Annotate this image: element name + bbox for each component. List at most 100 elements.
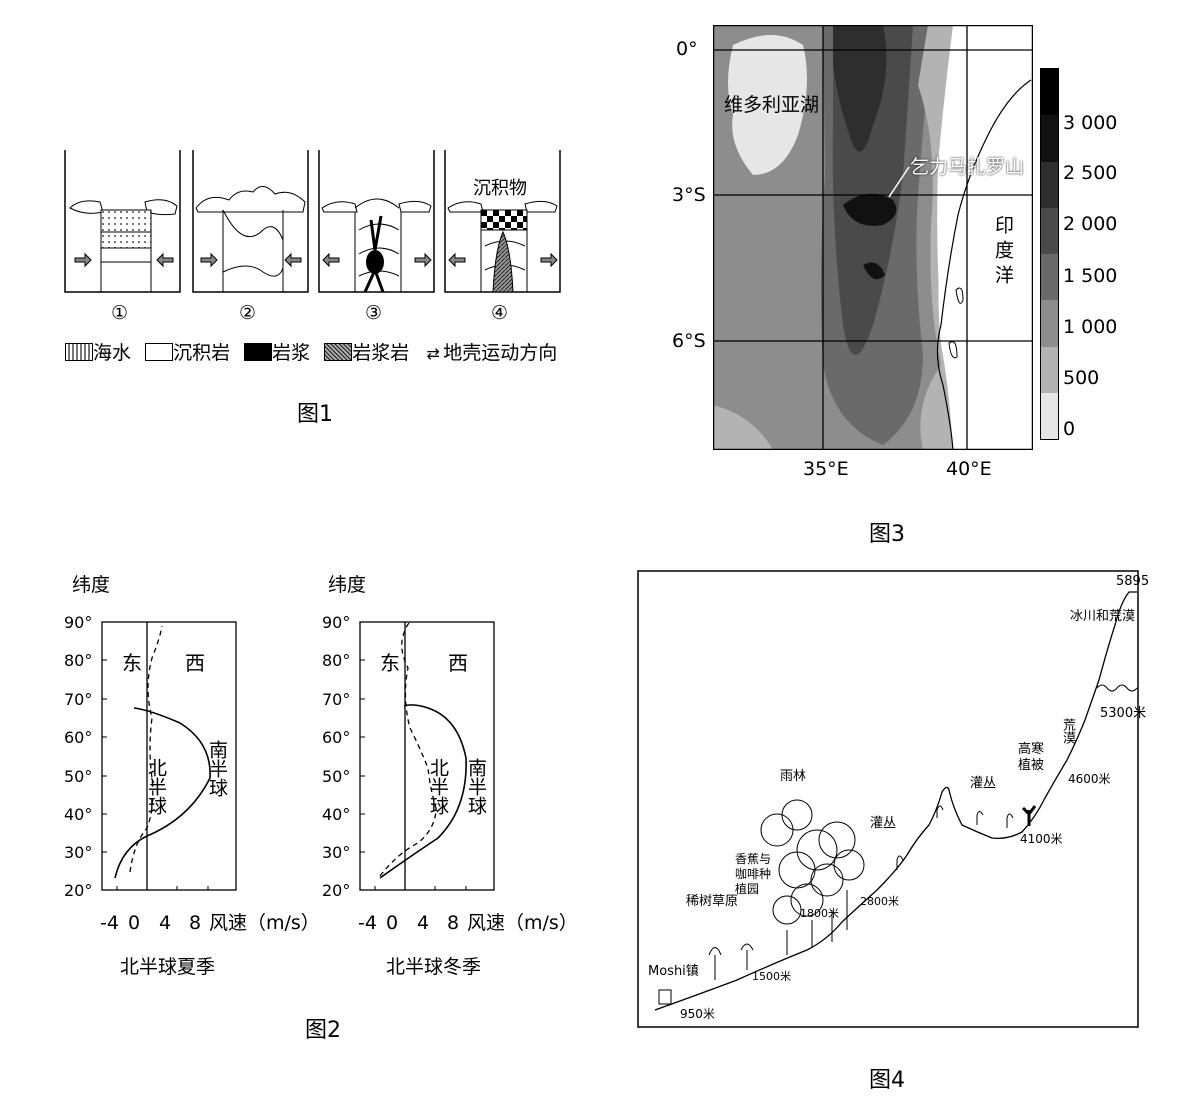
winter-west-label: 西 xyxy=(448,651,468,675)
xtick: -4 xyxy=(358,912,377,934)
m1500-label: 1500米 xyxy=(752,970,791,983)
lat-label-0: 0° xyxy=(676,38,698,60)
shrub-label-1: 灌丛 xyxy=(870,816,897,831)
summer-north-label: 北半球 xyxy=(145,758,167,815)
ytick: 50° xyxy=(64,767,93,786)
moshi-town-label: Moshi镇 xyxy=(648,964,699,979)
ytick: 20° xyxy=(322,881,351,900)
ytick: 80° xyxy=(64,651,93,670)
scale-band xyxy=(1041,69,1058,116)
banana-coffee-label: 香蕉与咖啡种植园 xyxy=(735,852,772,896)
scale-label-2500: 2 500 xyxy=(1063,162,1118,184)
m4100-label: 4100米 xyxy=(1020,832,1063,846)
ytick: 60° xyxy=(64,728,93,747)
savanna-label: 稀树草原 xyxy=(686,894,739,909)
alpine-label: 高寒植被 xyxy=(1018,742,1045,773)
figure4-caption: 图4 xyxy=(869,1068,905,1093)
indian-ocean-label: 印度洋 xyxy=(992,215,1014,290)
figure2-caption: 图2 xyxy=(305,1018,341,1043)
scale-label-3000: 3 000 xyxy=(1063,112,1118,134)
xtick: 8 xyxy=(189,912,202,934)
panel-3 xyxy=(318,150,435,293)
scale-label-1500: 1 500 xyxy=(1063,265,1118,287)
figure2-summer-chart: 东 西 北半球 南半球 xyxy=(101,621,237,891)
scale-label-1000: 1 000 xyxy=(1063,316,1118,338)
crust-motion-legend-label: 地壳运动方向 xyxy=(443,342,558,364)
winter-east-label: 东 xyxy=(380,651,400,675)
figure3-map xyxy=(713,25,1033,450)
igneous-swatch xyxy=(324,343,353,361)
m950-label: 950米 xyxy=(680,1007,715,1021)
figure4-profile xyxy=(637,570,1139,1028)
ytick: 80° xyxy=(322,651,351,670)
ytick: 50° xyxy=(322,767,351,786)
ytick: 20° xyxy=(64,881,93,900)
glacier-desert-label: 冰川和荒漠 xyxy=(1070,609,1136,624)
magma-legend-label: 岩浆 xyxy=(272,342,311,364)
figure1-legend: 海水 沉积岩 岩浆 岩浆岩 ⇄地壳运动方向 xyxy=(65,338,557,365)
snowline-label: 5300米 xyxy=(1100,706,1147,721)
xtick: 4 xyxy=(159,912,172,934)
rainforest-label: 雨林 xyxy=(780,769,807,784)
winter-north-label: 北半球 xyxy=(427,758,449,815)
scale-label-0: 0 xyxy=(1063,418,1076,440)
lon-label-40e: 40°E xyxy=(946,458,992,480)
seawater-legend-label: 海水 xyxy=(93,342,132,364)
xtick: 4 xyxy=(417,912,430,934)
sedimentary-swatch xyxy=(145,343,174,361)
scale-band xyxy=(1041,300,1058,347)
xtick: -4 xyxy=(100,912,119,934)
summer-west-label: 西 xyxy=(185,651,205,675)
xtick: 0 xyxy=(128,912,141,934)
figure2-winter-chart: 东 西 北半球 南半球 xyxy=(359,621,495,891)
scale-band xyxy=(1041,346,1058,393)
sedimentary-legend-label: 沉积岩 xyxy=(173,342,231,364)
scale-label-500: 500 xyxy=(1063,367,1100,389)
scale-band xyxy=(1041,161,1058,208)
ytick: 70° xyxy=(322,690,351,709)
ytick: 70° xyxy=(64,690,93,709)
summer-east-label: 东 xyxy=(122,651,142,675)
summer-chart-title: 北半球夏季 xyxy=(120,956,216,978)
panel-number-3: ③ xyxy=(365,302,383,324)
ytick: 60° xyxy=(322,728,351,747)
scale-band xyxy=(1041,115,1058,162)
lon-label-35e: 35°E xyxy=(803,458,849,480)
ytick: 90° xyxy=(322,613,351,632)
kilimanjaro-label: 乞力马扎罗山 xyxy=(910,156,1025,178)
scale-band xyxy=(1041,254,1058,301)
winter-xaxis-title: 风速（m/s） xyxy=(467,912,578,934)
winter-chart-title: 北半球冬季 xyxy=(386,956,482,978)
lat-label-6s: 6°S xyxy=(672,330,706,352)
igneous-legend-label: 岩浆岩 xyxy=(352,342,410,364)
desert-label: 荒漠 xyxy=(1060,718,1075,744)
m4600-label: 4600米 xyxy=(1068,772,1111,786)
panel-number-2: ② xyxy=(239,302,257,324)
m2800-label: 2800米 xyxy=(860,895,899,908)
lat-label-3s: 3°S xyxy=(672,184,706,206)
xtick: 8 xyxy=(447,912,460,934)
panel-number-4: ④ xyxy=(491,302,509,324)
panel-1 xyxy=(64,150,181,293)
ytick: 30° xyxy=(64,843,93,862)
magma-swatch xyxy=(244,343,273,361)
shrub-label-2: 灌丛 xyxy=(970,776,997,791)
m1800-label: 1800米 xyxy=(800,907,839,920)
figure1-panels: 沉积物 xyxy=(64,150,561,293)
figure1-caption: 图1 xyxy=(297,402,333,427)
scale-band xyxy=(1041,207,1058,254)
crust-motion-icon: ⇄ xyxy=(426,344,440,363)
elevation-scale xyxy=(1040,68,1059,440)
panel-4: 沉积物 xyxy=(444,150,561,293)
xtick: 0 xyxy=(386,912,399,934)
winter-south-label: 南半球 xyxy=(465,758,487,815)
lat-axis-title-summer: 纬度 xyxy=(72,574,111,596)
peak-elevation-label: 5895 xyxy=(1116,574,1150,589)
ytick: 40° xyxy=(64,805,93,824)
panel-2 xyxy=(192,150,309,293)
ytick: 90° xyxy=(64,613,93,632)
summer-south-label: 南半球 xyxy=(206,740,228,797)
scale-band xyxy=(1041,392,1058,439)
